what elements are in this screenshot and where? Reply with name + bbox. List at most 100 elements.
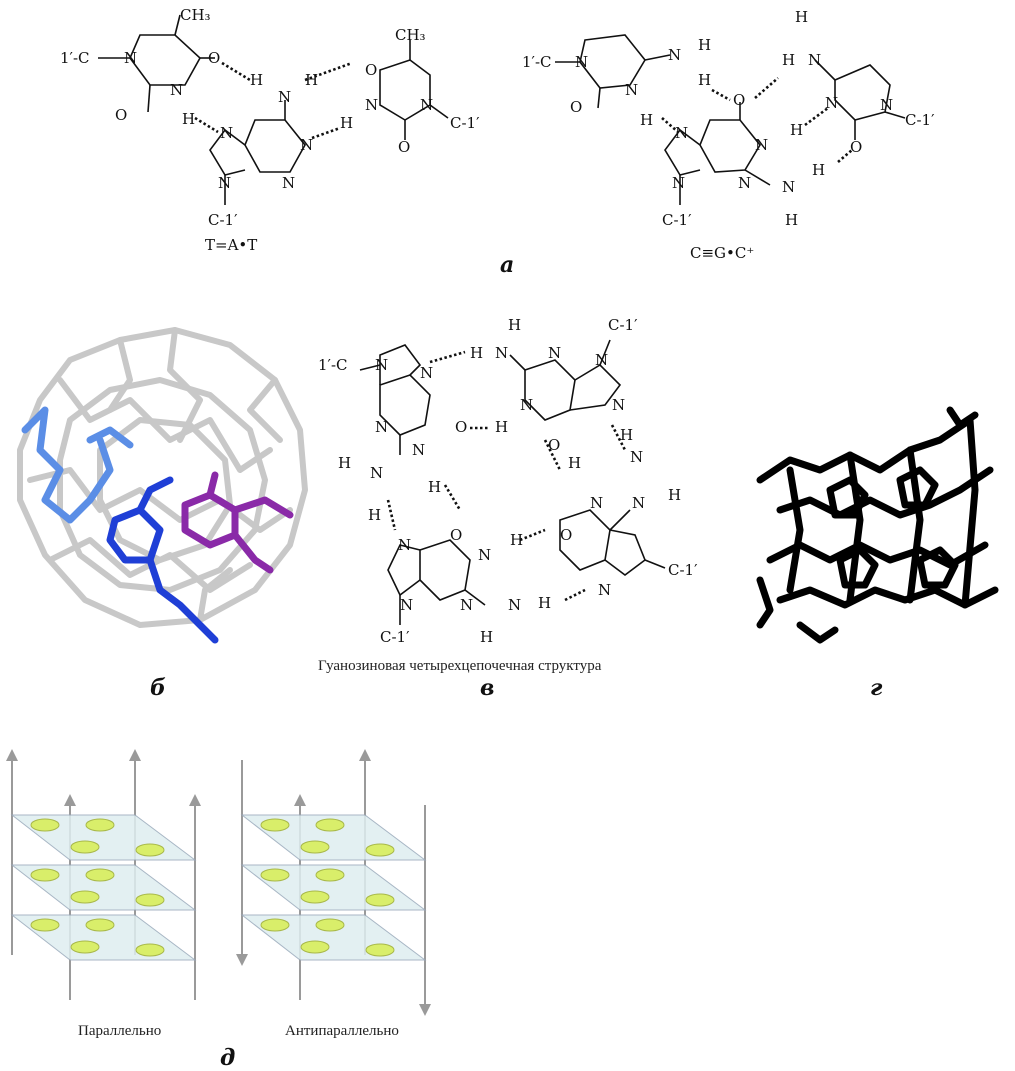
h-atom: H: [480, 628, 493, 646]
n-atom: N: [632, 494, 645, 512]
n-atom: N: [672, 174, 685, 192]
h-atom: H: [338, 454, 351, 472]
triplex-stick-model: [17, 327, 308, 644]
h-atom: H: [782, 51, 795, 69]
c1-label: 1′-C: [522, 53, 552, 71]
o-atom: O: [548, 436, 560, 454]
n-atom: N: [398, 536, 411, 554]
n-atom: N: [170, 81, 183, 99]
n-atom: N: [220, 124, 233, 142]
h-atom: H: [698, 71, 711, 89]
n-atom: N: [282, 174, 295, 192]
n-atom: N: [575, 53, 588, 71]
o-atom: O: [450, 526, 462, 544]
n-atom: N: [375, 418, 388, 436]
n-atom: N: [420, 364, 433, 382]
cgc-triplet: 1′-C N O N H N H H O H H N N N O C-1′ N …: [522, 8, 935, 262]
n-atom: N: [782, 178, 795, 196]
cgc-label: C≡G•C⁺: [690, 244, 754, 262]
h-atom: H: [785, 211, 798, 229]
h-atom: H: [508, 316, 521, 334]
n-atom: N: [124, 49, 137, 67]
n-atom: N: [460, 596, 473, 614]
o-atom: O: [115, 106, 127, 124]
h-atom: H: [620, 426, 633, 444]
o-atom: O: [570, 98, 582, 116]
n-atom: N: [590, 494, 603, 512]
parallel-caption: Параллельно: [78, 1023, 161, 1039]
h-atom: H: [698, 36, 711, 54]
h-atom: H: [250, 71, 263, 89]
n-atom: N: [400, 596, 413, 614]
n-atom: N: [738, 174, 751, 192]
h-atom: H: [640, 111, 653, 129]
tat-label: T=A•T: [205, 236, 257, 254]
n-atom: N: [668, 46, 681, 64]
quadruplex-caption: Гуанозиновая четырехцепочечная структура: [318, 658, 602, 674]
n-atom: N: [548, 344, 561, 362]
h-atom: H: [495, 418, 508, 436]
antiparallel-stack: Антипараллельно: [236, 749, 431, 1039]
c1-label: C-1′: [662, 211, 692, 229]
panel-label-d: д: [220, 1045, 235, 1071]
o-atom: O: [365, 61, 377, 79]
o-atom: O: [398, 138, 410, 156]
n-atom: N: [595, 351, 608, 369]
n-atom: N: [508, 596, 521, 614]
n-atom: N: [412, 441, 425, 459]
h-atom: H: [812, 161, 825, 179]
h-atom: H: [368, 506, 381, 524]
h-atom: H: [668, 486, 681, 504]
n-atom: N: [300, 136, 313, 154]
o-atom: O: [733, 91, 745, 109]
n-plus-atom: N: [625, 81, 638, 99]
o-atom: O: [208, 49, 220, 67]
o-atom: O: [455, 418, 467, 436]
h-atom: H: [795, 8, 808, 26]
n-atom: N: [880, 96, 893, 114]
g-quadruplex: 1′-C N N H N H N C-1′ N N N H O O N N H …: [318, 316, 698, 674]
n-atom: N: [755, 136, 768, 154]
o-atom: O: [850, 138, 862, 156]
n-atom: N: [278, 88, 291, 106]
panel-label-v: в: [480, 675, 494, 701]
n-atom: N: [612, 396, 625, 414]
c1-label: C-1′: [380, 628, 410, 646]
n-atom: N: [825, 94, 838, 112]
c1-label: C-1′: [608, 316, 638, 334]
h-atom: H: [470, 344, 483, 362]
o-atom: O: [560, 526, 572, 544]
parallel-stack: Параллельно: [6, 749, 201, 1039]
h-atom: H: [182, 110, 195, 128]
n-atom: N: [478, 546, 491, 564]
c1-label: C-1′: [450, 114, 480, 132]
n-atom: N: [520, 396, 533, 414]
panel-label-b: б: [150, 675, 166, 701]
h-atom: H: [538, 594, 551, 612]
n-atom: N: [370, 464, 383, 482]
h-atom: H: [305, 71, 318, 89]
antiparallel-caption: Антипараллельно: [285, 1023, 399, 1039]
h-atom: H: [568, 454, 581, 472]
tat-triplet: CH₃ CH₃ 1′-C N O O N H H N H N N N N H O…: [60, 6, 480, 254]
n-atom: N: [598, 581, 611, 599]
ch3-label: CH₃: [180, 6, 211, 24]
panel-label-g: г: [870, 675, 883, 701]
h-atom: H: [428, 478, 441, 496]
h-atom: H: [340, 114, 353, 132]
n-atom: N: [675, 124, 688, 142]
quadruplex-stick-model: [756, 406, 999, 644]
h-atom: H: [790, 121, 803, 139]
h-atom: H: [510, 531, 523, 549]
c1-label: C-1′: [208, 211, 238, 229]
n-atom: N: [630, 448, 643, 466]
c1-label: C-1′: [668, 561, 698, 579]
c1-label: 1′-C: [60, 49, 90, 67]
ch3-label: CH₃: [395, 26, 426, 44]
n-atom: N: [495, 344, 508, 362]
n-atom: N: [808, 51, 821, 69]
c1-label: C-1′: [905, 111, 935, 129]
n-atom: N: [218, 174, 231, 192]
n-atom: N: [375, 356, 388, 374]
